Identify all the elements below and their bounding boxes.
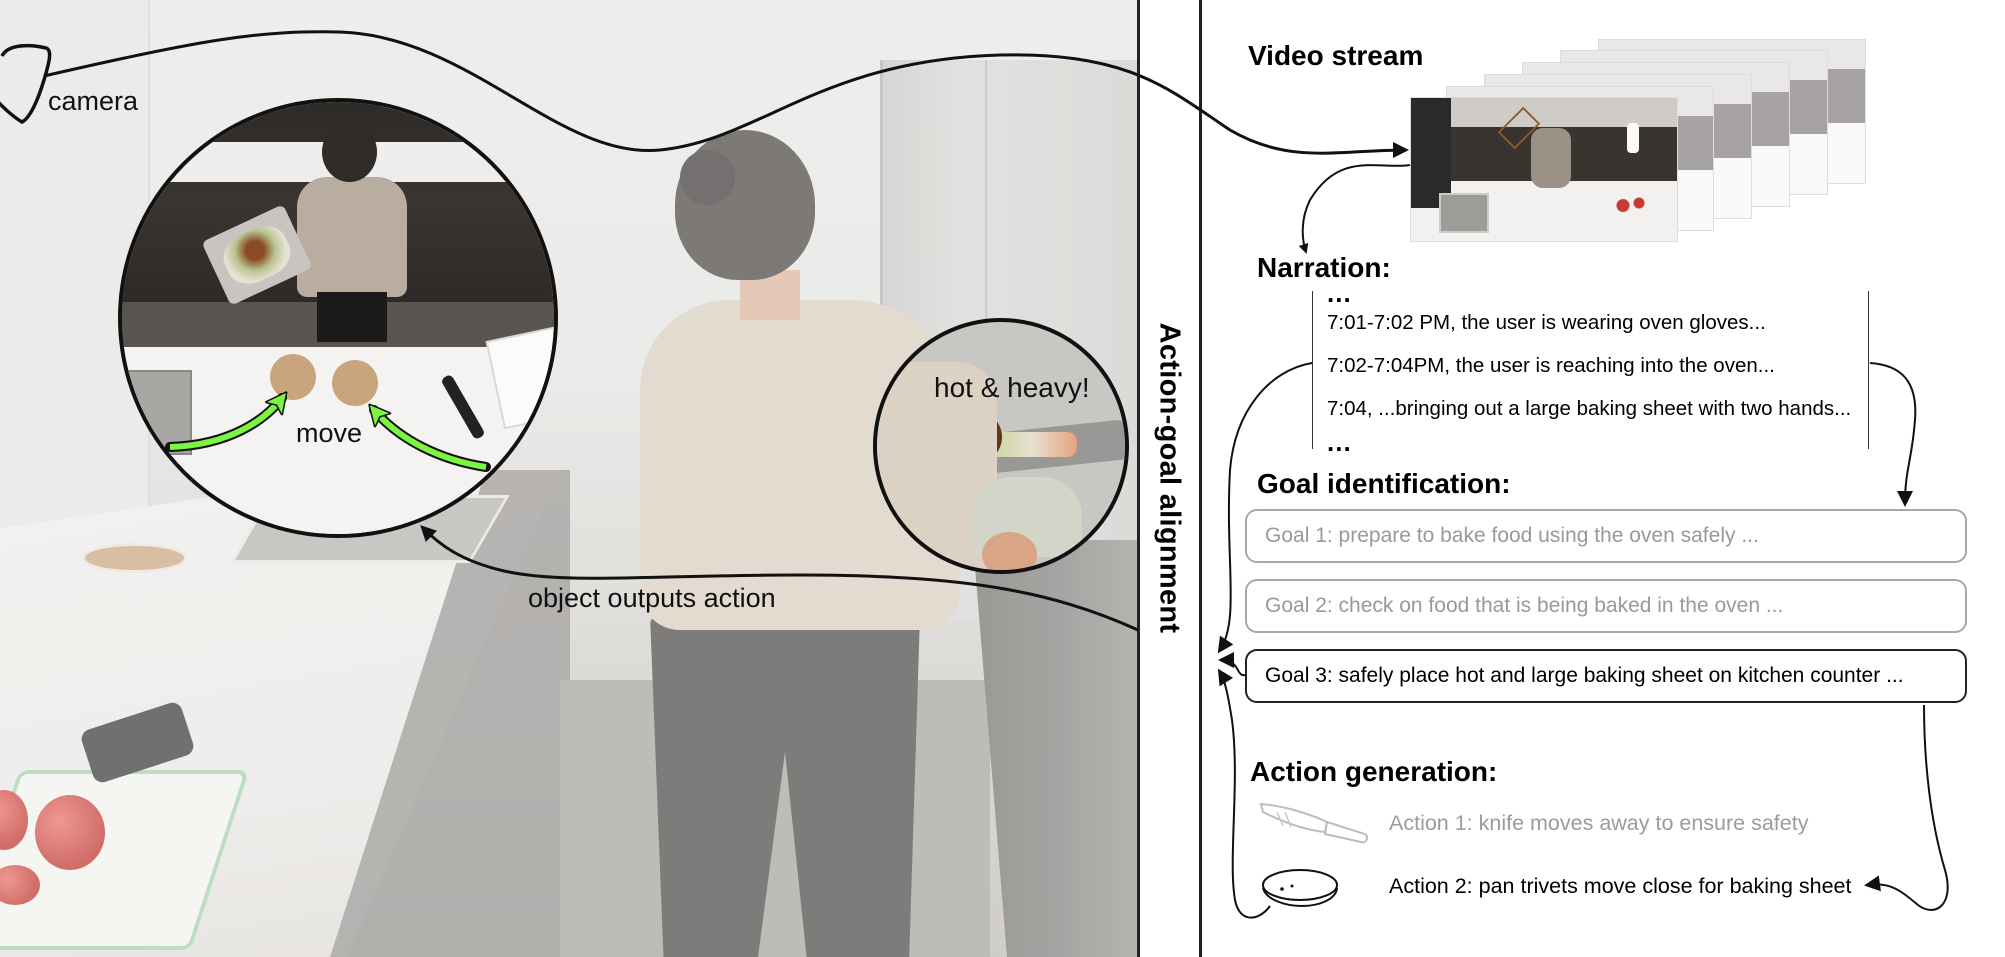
trivet-1 xyxy=(270,354,316,400)
video-to-narration-arrow xyxy=(1298,164,1411,254)
zoom-circle-overhead-view xyxy=(118,98,558,538)
zoom-hand xyxy=(982,532,1037,570)
action-1-label: Action 1: knife moves away to ensure saf… xyxy=(1389,811,1809,835)
hot-heavy-label: hot & heavy! xyxy=(934,372,1090,403)
goal-2-label: Goal 2: check on food that is being bake… xyxy=(1265,594,1784,617)
narration-line-3: 7:04, ...bringing out a large baking she… xyxy=(1327,397,1852,420)
goal-3-label: Goal 3: safely place hot and large bakin… xyxy=(1265,664,1904,687)
goal-1-box: Goal 1: prepare to bake food using the o… xyxy=(1245,509,1967,563)
overhead-person xyxy=(282,122,422,342)
tomato-slice xyxy=(0,865,40,905)
overhead-person-body xyxy=(297,177,407,297)
overhead-sink xyxy=(122,370,192,455)
narration-line-1: 7:01-7:02 PM, the user is wearing oven g… xyxy=(1327,311,1766,334)
person-hair-bun xyxy=(680,150,735,205)
knife-icon xyxy=(1259,802,1369,844)
object-outputs-action-label: object outputs action xyxy=(528,583,776,613)
narration-to-goal-arrow xyxy=(1869,362,1917,507)
action-generation-title: Action generation: xyxy=(1250,756,1498,787)
goal-identification-title: Goal identification: xyxy=(1257,468,1511,499)
trivet-on-counter xyxy=(82,543,187,573)
narration-title: Narration: xyxy=(1257,252,1391,283)
camera-label: camera xyxy=(48,86,139,116)
goal-to-action-arrow xyxy=(1864,704,1949,911)
narration-line-2: 7:02-7:04PM, the user is reaching into t… xyxy=(1327,354,1775,377)
goal-2-box: Goal 2: check on food that is being bake… xyxy=(1245,579,1967,633)
goal-1-label: Goal 1: prepare to bake food using the o… xyxy=(1265,524,1759,547)
narration-ellipsis-bottom: ... xyxy=(1327,427,1352,457)
zoom-vegetables xyxy=(987,432,1077,457)
overhead-person-head xyxy=(322,122,377,182)
video-frame-1 xyxy=(1410,97,1678,242)
panel-divider xyxy=(1199,0,1202,957)
goal-to-alignment-arrow xyxy=(1218,652,1246,677)
narration-right-bar xyxy=(1868,291,1869,449)
tomato xyxy=(35,795,105,870)
goal-3-box: Goal 3: safely place hot and large bakin… xyxy=(1245,649,1967,703)
action-goal-alignment-label: Action-goal alignment xyxy=(1153,322,1186,634)
move-label: move xyxy=(296,418,363,448)
action-2-label: Action 2: pan trivets move close for bak… xyxy=(1389,874,1852,898)
trivet-2 xyxy=(332,360,378,406)
trivet-icon xyxy=(1262,869,1338,908)
video-stream-title: Video stream xyxy=(1248,40,1424,71)
narration-left-bar xyxy=(1312,291,1313,449)
narration-ellipsis-top: ... xyxy=(1327,278,1352,308)
zoom-circle-hot-heavy xyxy=(873,318,1129,574)
overhead-person-legs xyxy=(317,292,387,342)
